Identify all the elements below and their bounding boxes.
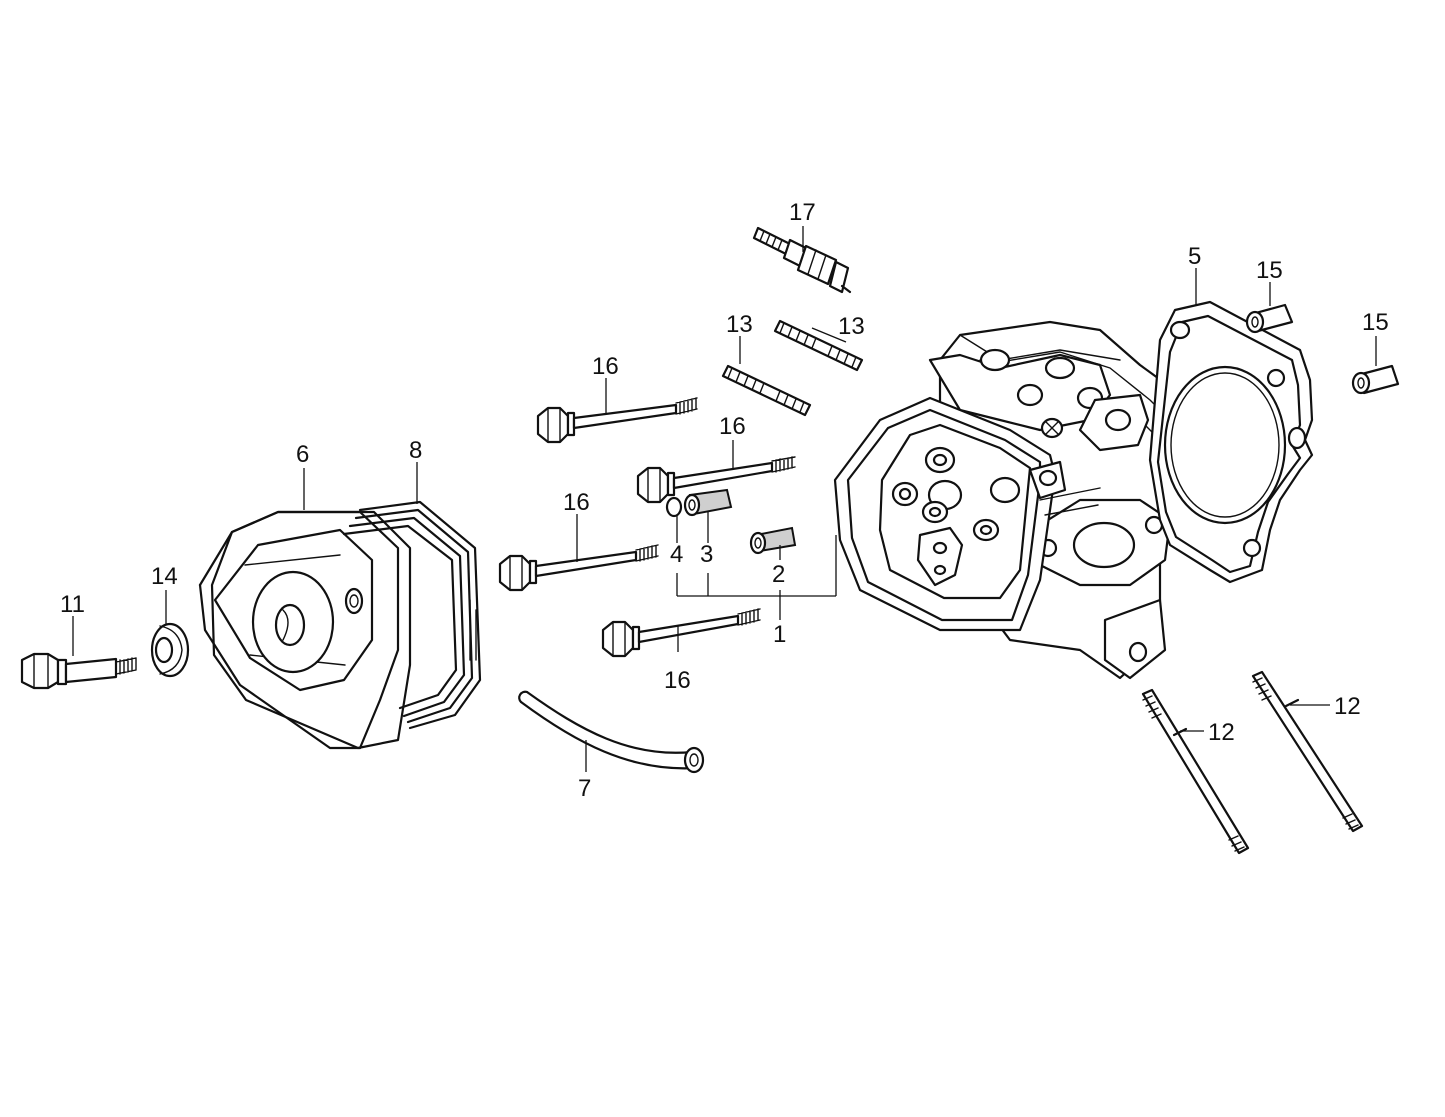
callout-1: 1 [773, 621, 786, 648]
part-15-dowel-a [1245, 303, 1294, 334]
part-16-bolt-c [498, 544, 659, 592]
callout-5: 5 [1188, 243, 1201, 270]
part-16-bolt-b [636, 456, 796, 504]
part-7-breather-tube [518, 690, 705, 774]
part-1-cylinder-head [833, 320, 1202, 680]
part-14-washer [150, 622, 190, 678]
callout-4: 4 [670, 541, 683, 568]
part-6-head-cover [198, 510, 412, 750]
callout-17: 17 [789, 199, 816, 226]
part-13-stud-b [773, 319, 864, 372]
callout-15-a: 15 [1256, 257, 1283, 284]
part-3-dowel [683, 488, 733, 517]
leader-lines [72, 226, 1377, 772]
callout-16-c: 16 [563, 489, 590, 516]
callout-2: 2 [772, 561, 785, 588]
callout-labels: 11 14 6 8 16 16 16 16 4 3 2 1 7 13 13 17… [60, 199, 1389, 802]
callout-11: 11 [60, 591, 85, 618]
part-2-dowel [749, 526, 797, 555]
part-8-head-cover-gasket [342, 500, 482, 730]
part-15-dowel-b [1351, 364, 1400, 395]
part-16-bolt-a [536, 397, 698, 444]
part-11-flange-bolt [20, 652, 137, 690]
callout-15-b: 15 [1362, 309, 1389, 336]
callout-7: 7 [578, 775, 591, 802]
callout-13-b: 13 [838, 313, 865, 340]
callout-8: 8 [409, 437, 422, 464]
part-4-o-ring [665, 496, 683, 518]
callout-16-b: 16 [719, 413, 746, 440]
callout-14: 14 [151, 563, 178, 590]
callout-16-a: 16 [592, 353, 619, 380]
part-12-stud-a [1141, 688, 1250, 855]
part-5-head-gasket [1148, 300, 1314, 584]
callout-13-a: 13 [726, 311, 753, 338]
callout-12-b: 12 [1334, 693, 1361, 720]
callout-6: 6 [296, 441, 309, 468]
part-16-bolt-d [601, 608, 761, 658]
part-12-stud-b [1251, 670, 1364, 833]
callout-12-a: 12 [1208, 719, 1235, 746]
callout-16-d: 16 [664, 667, 691, 694]
part-13-stud-a [721, 364, 812, 417]
part-17-spark-plug [752, 226, 852, 294]
callout-3: 3 [700, 541, 713, 568]
